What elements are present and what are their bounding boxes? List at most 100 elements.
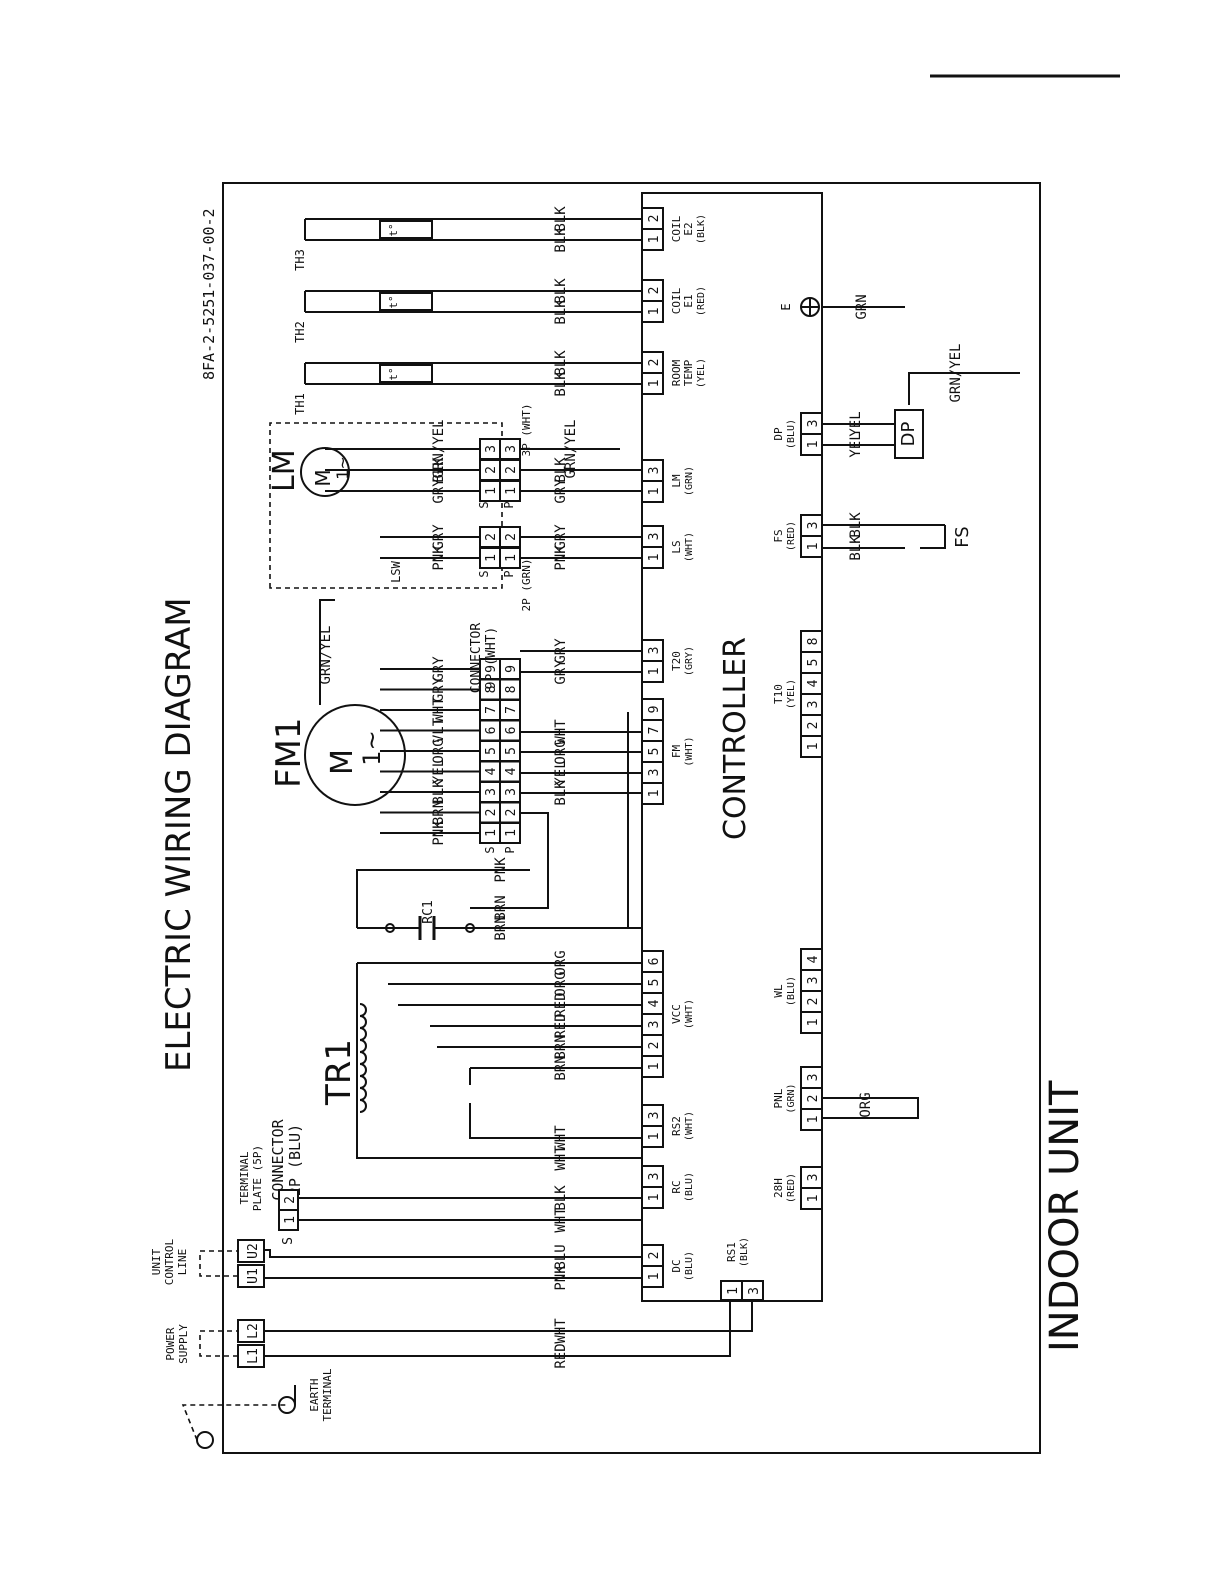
power-supply-dashed xyxy=(199,1330,238,1357)
connector-t10-pin-number: 3 xyxy=(806,701,821,709)
connector-2p-label: 2P (BLU) xyxy=(286,1124,304,1196)
connector-e2-pin-number: 2 xyxy=(647,215,662,223)
power-supply-label: SUPPLY xyxy=(177,1324,190,1364)
connector-2p-pin xyxy=(278,1189,299,1211)
power-wire-wht-label: WHT xyxy=(553,1318,569,1344)
connector-wl-pin-number: 2 xyxy=(806,998,821,1006)
connector-lm-pin-number: 3 xyxy=(647,467,662,475)
rc1-node xyxy=(385,923,395,933)
connector-ls-color: (WHT) xyxy=(684,532,695,562)
ls-ctrl-wire-label: GRY xyxy=(553,524,569,550)
unit-control-line-label: LINE xyxy=(176,1249,189,1276)
lm-3p-pin-number: 1 xyxy=(504,487,519,495)
fm1-motor-wire-label: WHT xyxy=(431,697,447,723)
diagram-title: ELECTRIC WIRING DIAGRAM xyxy=(159,597,199,1072)
fm1-9p-pin-number: 6 xyxy=(484,727,499,735)
controller-label: CONTROLLER xyxy=(718,637,753,840)
unit-control-line-label: CONTROL xyxy=(163,1238,176,1285)
dc-wire-pnk-label: PNK xyxy=(553,1265,569,1291)
tr1-primary-1 xyxy=(356,963,642,1159)
fm1-9p-pin-number: 8 xyxy=(504,686,519,694)
connector-dc-pin xyxy=(641,1244,664,1267)
connector-rs2-pin-number: 3 xyxy=(647,1112,662,1120)
p-label: P xyxy=(502,501,516,508)
dp-label: DP xyxy=(898,421,919,446)
rc-wire-wht-label: WHT xyxy=(553,1207,569,1233)
th3-wire-label: BLK xyxy=(553,206,569,232)
fs-wire-label: BLK xyxy=(848,512,864,538)
pnl-wire-label: ORG xyxy=(858,1092,874,1117)
connector-wl-pin-number: 4 xyxy=(806,955,821,963)
rs2-wire-2-label: WHT xyxy=(553,1125,569,1151)
fm-ctrl-wire-label: YEL xyxy=(553,760,569,785)
lm-3p-label: 3P (WHT) xyxy=(520,404,533,457)
fm1-9p-pin-number: 1 xyxy=(484,829,499,837)
connector-vcc-pin-number: 3 xyxy=(647,1021,662,1029)
vcc-wire-label: RED xyxy=(553,992,569,1017)
connector-t20-name: T20 xyxy=(670,651,683,671)
e-ground-label: GRN xyxy=(854,294,870,319)
ls-2p-label: 2P (GRN) xyxy=(520,559,533,612)
th2-t-symbol: t° xyxy=(387,295,400,308)
connector-dc-pin-number: 2 xyxy=(647,1252,662,1260)
connector-dp-name: DP xyxy=(772,427,785,441)
p-label: P xyxy=(502,570,516,577)
th1-wire-label: BLK xyxy=(553,350,569,376)
indoor-unit-title: INDOOR UNIT xyxy=(1042,1080,1088,1352)
dp-ground-wire xyxy=(908,372,1020,405)
fm1-9p-pin-number: 9 xyxy=(504,665,519,673)
connector-rs2-color: (WHT) xyxy=(684,1111,695,1141)
connector-2p-pin-number: 1 xyxy=(283,1216,298,1224)
fm1-9p-pin-number: 5 xyxy=(484,747,499,755)
fm1-motor-wire-label: GRY xyxy=(431,656,447,682)
connector-wl-color: (BLU) xyxy=(786,976,797,1006)
connector-wl-pin xyxy=(800,948,823,971)
fm1-9p-pin-number: 8 xyxy=(484,686,499,694)
fm1-motor-wire-label: VLT xyxy=(431,717,447,743)
connector-lm-pin-number: 1 xyxy=(647,488,662,496)
fm1-ground-lead xyxy=(319,599,335,705)
th3-wire-label: BLK xyxy=(553,227,569,253)
connector-e2-color: (BLK) xyxy=(696,214,707,244)
connector-pnl-pin-number: 2 xyxy=(806,1095,821,1103)
fm1-9p-pin-number: 7 xyxy=(504,706,519,714)
dp-ground-label: GRN/YEL xyxy=(948,343,964,402)
drawing-number: 8FA-2-5251-037-00-2 xyxy=(200,208,218,380)
fm-ctrl-wire-label: WHT xyxy=(553,719,569,745)
tr1-label: TR1 xyxy=(319,1039,359,1106)
connector-28h-pin-number: 3 xyxy=(806,1174,821,1182)
ls-2p-pin-number: 2 xyxy=(504,533,519,541)
terminal-plate-term-label: U1 xyxy=(246,1268,261,1284)
connector-room-pin-number: 2 xyxy=(647,359,662,367)
connector-rc-pin xyxy=(641,1165,664,1188)
connector-9p-label: CONNECTOR xyxy=(469,623,484,694)
tr1-primary-2 xyxy=(469,1103,642,1139)
s-label: S xyxy=(477,570,491,577)
connector-fm-pin-number: 9 xyxy=(647,706,662,714)
connector-dp-pin-number: 3 xyxy=(806,420,821,428)
connector-t10-pin-number: 5 xyxy=(806,659,821,667)
dp-wire-label: YEL xyxy=(848,432,864,457)
connector-t10-pin-number: 4 xyxy=(806,679,821,687)
th3-t-symbol: t° xyxy=(387,223,400,236)
connector-rs1-pin-number: 1 xyxy=(726,1287,741,1295)
connector-e1-color: (RED) xyxy=(696,286,707,316)
connector-t20-pin-number: 1 xyxy=(647,668,662,676)
lsw-label: LSW xyxy=(389,560,403,582)
th1-label: TH1 xyxy=(293,393,307,415)
connector-rs2-name: RS2 xyxy=(670,1116,683,1136)
fm1-9p-pin-number: 3 xyxy=(504,788,519,796)
connector-t10-name: T10 xyxy=(772,684,785,704)
s-label: S xyxy=(477,501,491,508)
pnl-wire xyxy=(822,1097,919,1119)
fm-pin9-lead xyxy=(627,712,642,929)
terminal-plate-label: PLATE (5P) xyxy=(251,1145,264,1211)
fm-ctrl-wire-label: BLK xyxy=(553,780,569,806)
lm-motor-wire-label: GRN/YEL xyxy=(431,419,447,478)
lm-3p-pin-number: 2 xyxy=(504,466,519,474)
lm-ctrl-label: BLK xyxy=(553,457,569,483)
rc1-wire-brn-label: BRN xyxy=(493,915,509,940)
fm1-9p-pin-number: 4 xyxy=(484,767,499,775)
outer-frame xyxy=(222,182,1041,1454)
connector-28h-color: (RED) xyxy=(786,1173,797,1203)
